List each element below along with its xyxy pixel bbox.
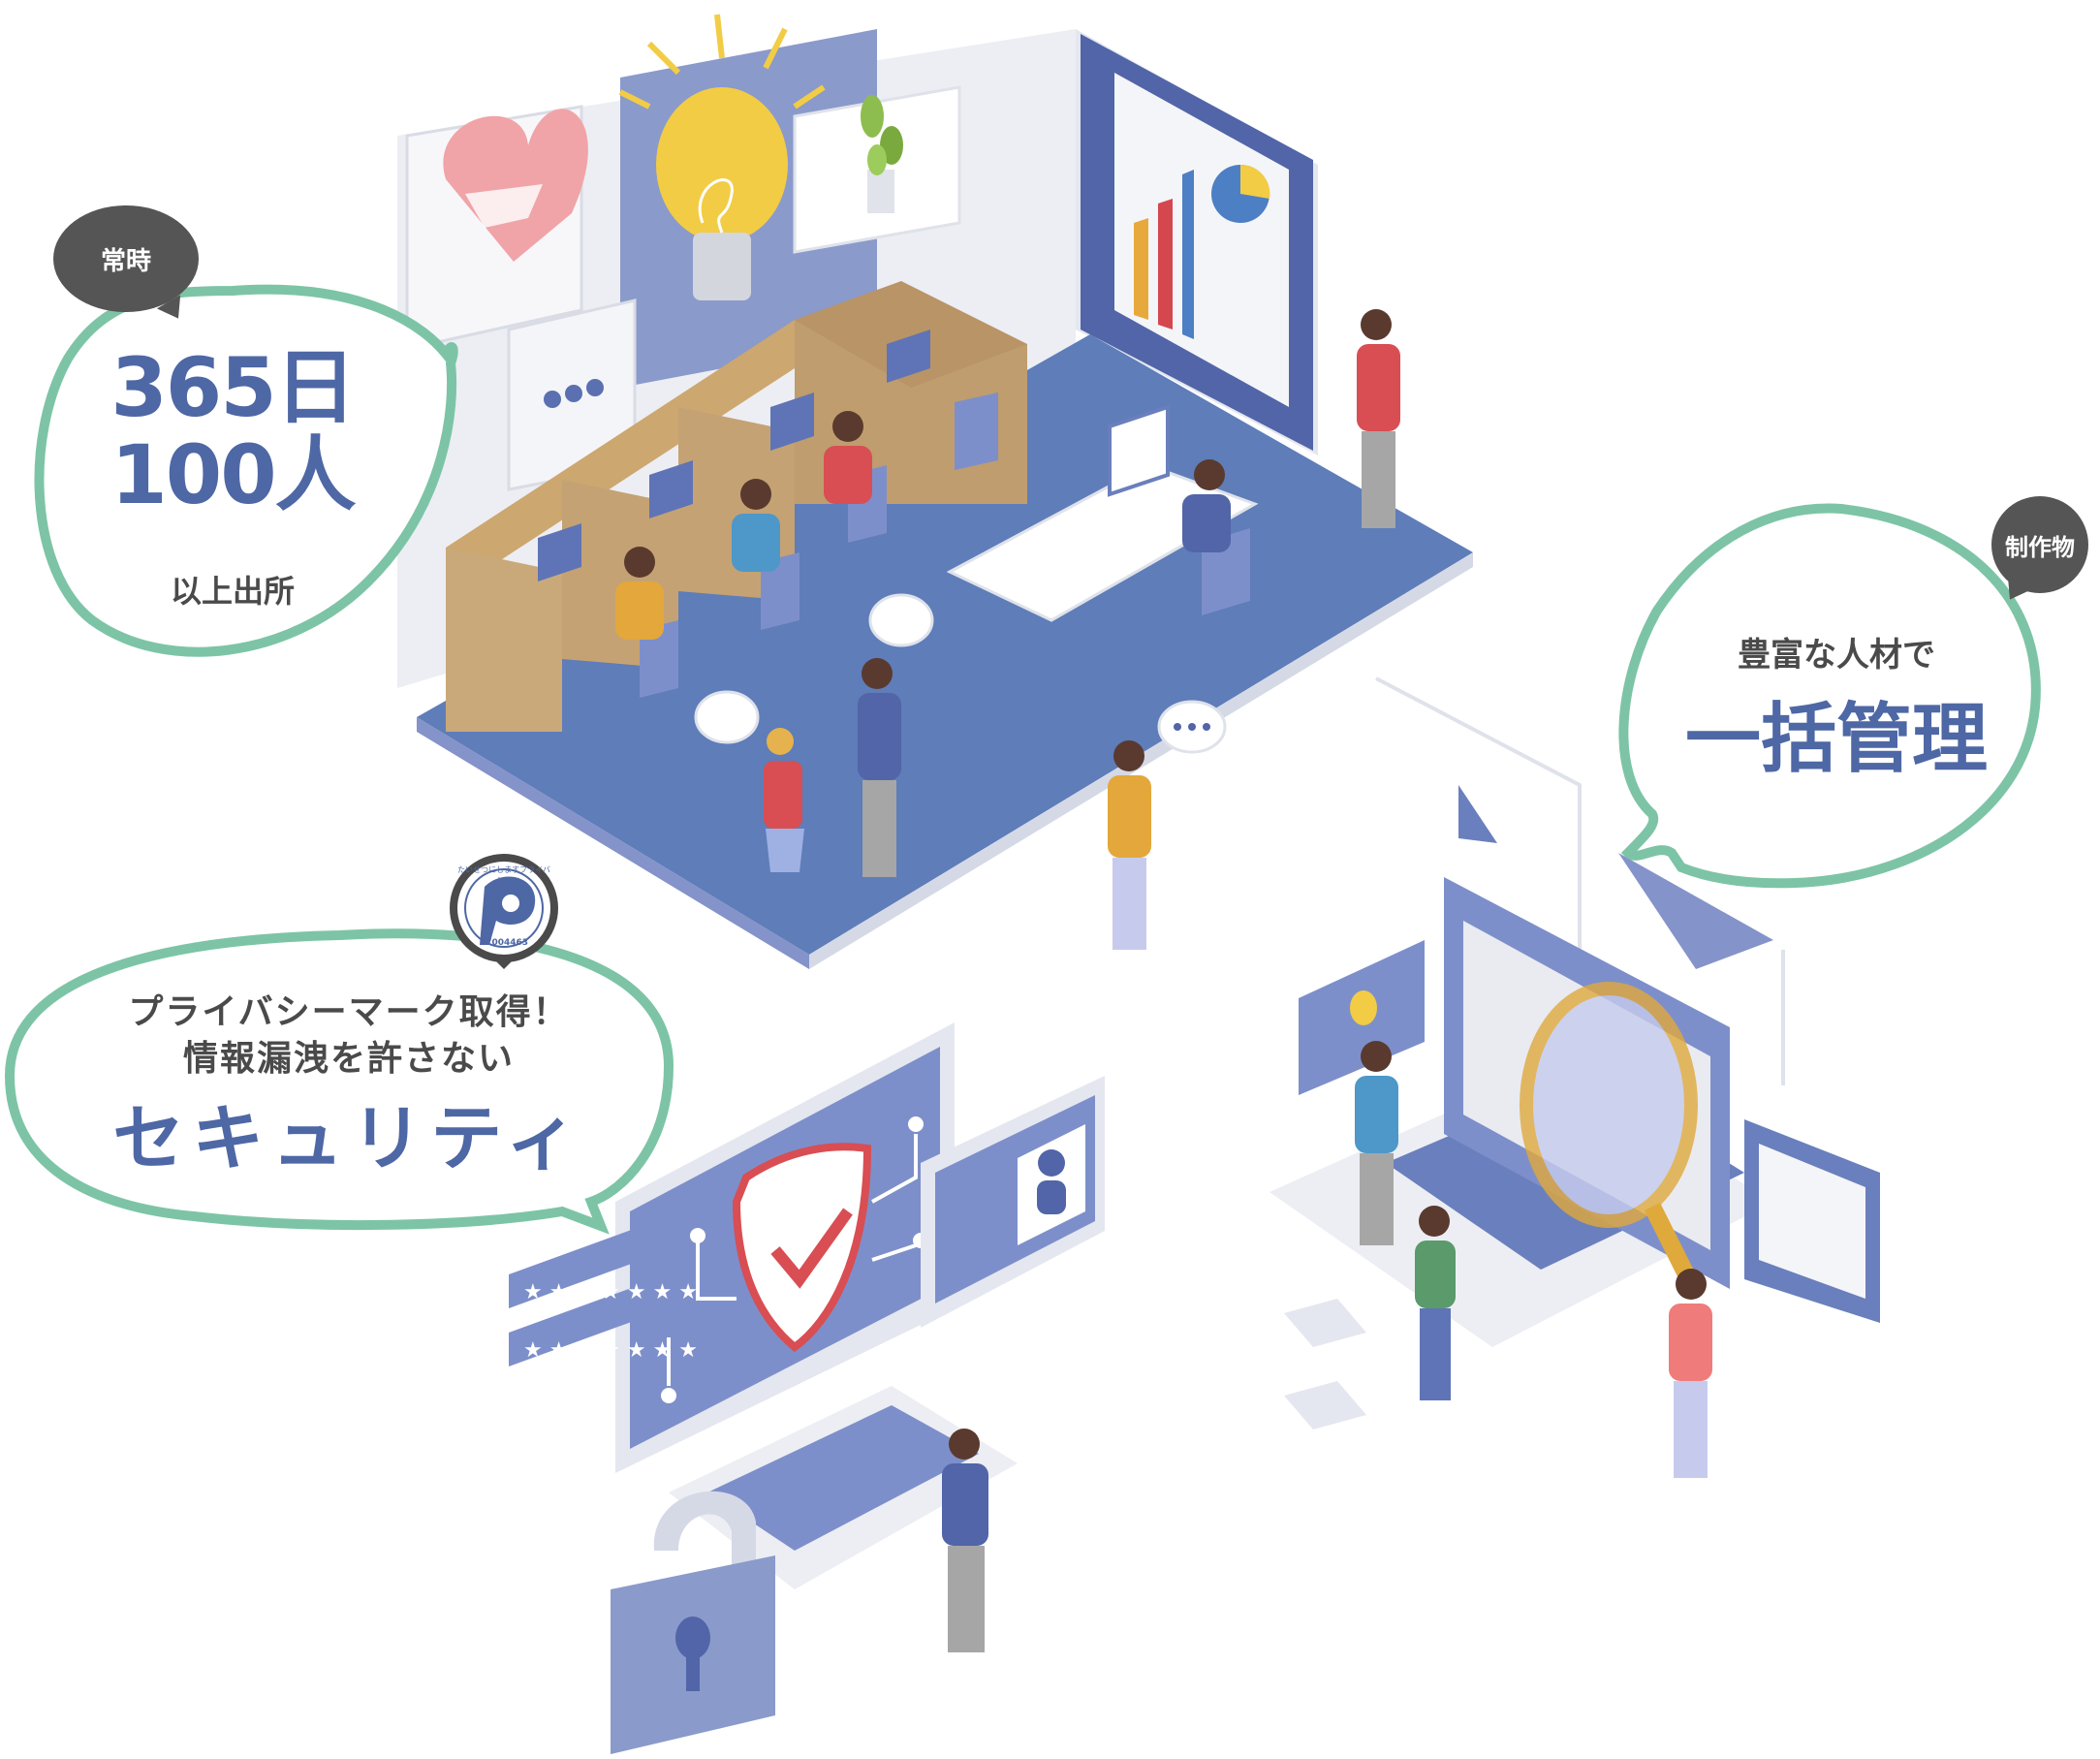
security-line2: 情報漏洩を許さない xyxy=(182,1039,515,1079)
security-scene: ★ ★ ★ ★ ★ ★ ★ ★ ★ ★ ★ ★ ★ ★ xyxy=(509,1022,1105,1754)
office-people xyxy=(615,309,1400,950)
svg-text:★ ★ ★ ★ ★ ★ ★: ★ ★ ★ ★ ★ ★ ★ xyxy=(523,1338,698,1363)
attendance-caption: 以上出所 xyxy=(170,573,295,610)
padlock-icon xyxy=(611,1491,775,1754)
management-subtitle: 豊富な人材で xyxy=(1738,636,1935,675)
shield-icon xyxy=(732,1143,872,1353)
attendance-headline: 365日 100人 xyxy=(78,344,388,518)
security-line1: プライバシーマーク取得！ xyxy=(128,992,570,1032)
badge-always: 常時 xyxy=(53,205,199,312)
badge-deliverables: 制作物 xyxy=(1991,496,2088,593)
laptop-scene xyxy=(1269,676,1880,1478)
presentation-board xyxy=(1081,34,1313,451)
lightbulb-icon xyxy=(618,14,826,300)
privacy-mark-arc-text: たいせつにしますプライバシー xyxy=(457,865,550,885)
management-headline: 一括管理 xyxy=(1684,696,1988,783)
attendance-days: 365日 xyxy=(110,340,356,435)
bubble-management xyxy=(1618,503,2041,889)
magnifier-icon xyxy=(1520,982,1700,1289)
svg-text:★ ★ ★ ★ ★ ★ ★: ★ ★ ★ ★ ★ ★ ★ xyxy=(523,1280,698,1304)
bubble-security xyxy=(4,928,674,1235)
security-headline: セキュリティ xyxy=(112,1097,585,1180)
plant-icon xyxy=(861,95,903,213)
privacy-mark-logo xyxy=(450,854,558,969)
heart-icon xyxy=(443,109,588,262)
cubicles xyxy=(446,281,1027,732)
privacy-mark-number: 17004463 xyxy=(479,938,529,948)
bubble-attendance xyxy=(34,284,458,657)
office-room xyxy=(397,14,1473,969)
attendance-people: 100人 xyxy=(110,427,356,522)
